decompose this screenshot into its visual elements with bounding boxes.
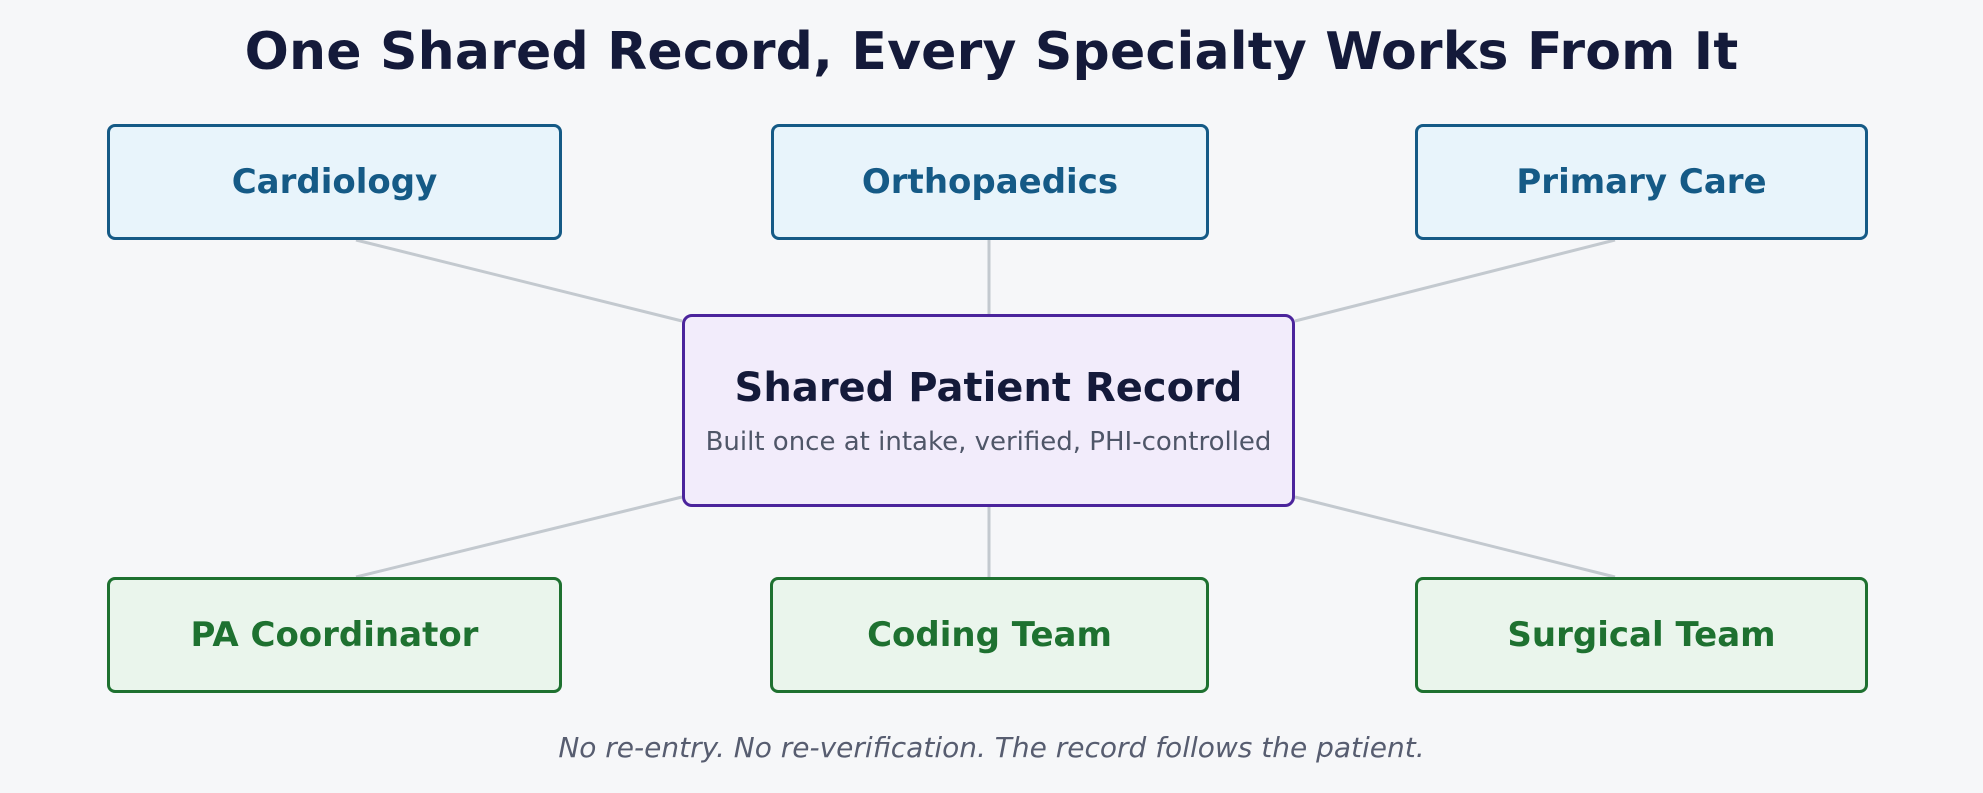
node-cardiology: Cardiology [107,124,562,240]
connector-pa-coordinator [355,495,683,579]
node-shared-patient-record: Shared Patient Record Built once at inta… [682,314,1295,507]
footer-note: No re-entry. No re-verification. The rec… [558,731,1425,764]
node-primary-care: Primary Care [1415,124,1868,240]
node-coding-team: Coding Team [770,577,1209,693]
center-subtitle: Built once at intake, verified, PHI-cont… [705,426,1272,457]
connector-surgical-team [1294,495,1616,579]
center-title: Shared Patient Record [734,364,1243,411]
node-pa-coordinator: PA Coordinator [107,577,562,693]
diagram-title: One Shared Record, Every Specialty Works… [244,22,1739,82]
connector-primary-care [1294,238,1616,323]
connector-cardiology [355,238,683,323]
node-orthopaedics: Orthopaedics [771,124,1209,240]
node-surgical-team: Surgical Team [1415,577,1868,693]
